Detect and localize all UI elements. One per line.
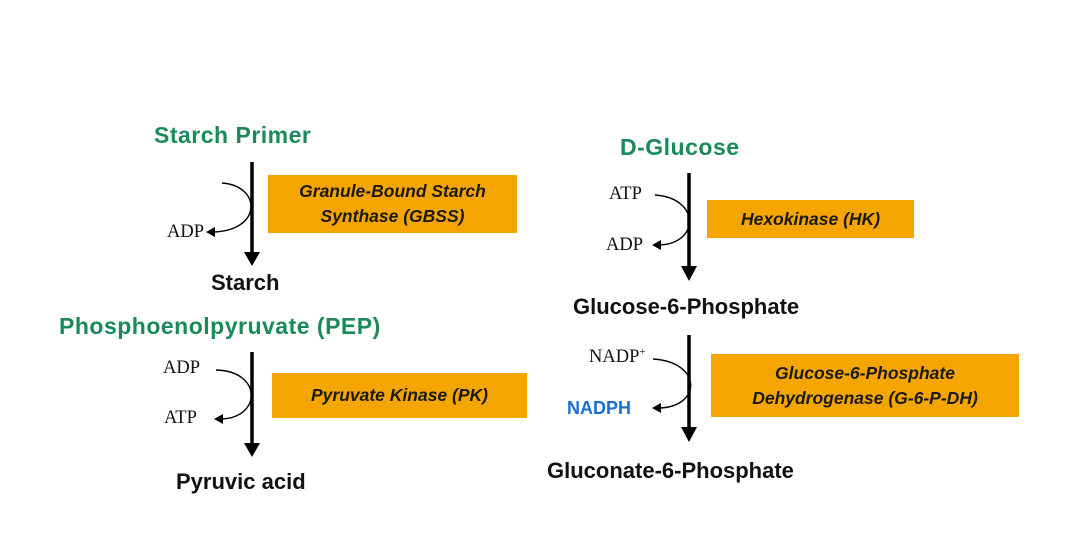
reaction-arrowhead-pk xyxy=(244,443,260,457)
cofactor-arrowhead-g6pdh xyxy=(652,403,661,413)
cofactor-curve-pk xyxy=(215,369,252,420)
product-glucose-6-phosphate: Glucose-6-Phosphate xyxy=(573,294,800,319)
enzyme-box-gbss: Granule-Bound Starch Synthase (GBSS) xyxy=(268,175,517,233)
enzyme-box-hk: Hexokinase (HK) xyxy=(707,200,914,238)
cofactor-arrowhead-hk xyxy=(652,240,661,250)
enzyme-label-hk: Hexokinase (HK) xyxy=(740,208,881,229)
cofactor-adp-gbss: ADP xyxy=(167,222,205,242)
enzyme-box-g6pdh: Glucose-6-Phosphate Dehydrogenase (G-6-P… xyxy=(711,354,1019,417)
enzyme-box-pk: Pyruvate Kinase (PK) xyxy=(272,373,527,418)
enzyme-label-pk: Pyruvate Kinase (PK) xyxy=(310,385,488,405)
substrate-pep: Phosphoenolpyruvate (PEP) xyxy=(59,313,381,339)
cofactor-curve-hk xyxy=(654,194,691,246)
reaction-arrowhead-hk xyxy=(681,266,697,281)
cofactor-arrowhead-gbss xyxy=(206,227,215,237)
cofactor-arrowhead-pk xyxy=(214,414,223,424)
substrate-d-glucose: D-Glucose xyxy=(620,134,740,160)
cofactor-nadp-plus: NADP+ xyxy=(589,346,646,368)
cofactor-adp-pk: ADP xyxy=(163,358,201,378)
enzyme-label-gbss-line2: Synthase (GBSS) xyxy=(320,206,465,226)
cofactor-atp-pk: ATP xyxy=(164,408,197,428)
product-pyruvic-acid: Pyruvic acid xyxy=(176,469,306,494)
product-starch: Starch xyxy=(211,270,280,295)
product-gluconate-6-phosphate: Gluconate-6-Phosphate xyxy=(547,458,794,483)
cofactor-curve-g6pdh xyxy=(652,358,692,409)
substrate-starch-primer: Starch Primer xyxy=(154,122,312,148)
cofactor-curve-gbss xyxy=(212,182,252,233)
enzyme-label-g6pdh-line2: Dehydrogenase (G-6-P-DH) xyxy=(752,387,978,408)
cofactor-atp-hk: ATP xyxy=(609,184,642,204)
reaction-arrowhead-g6pdh xyxy=(681,427,697,442)
enzyme-label-gbss-line1: Granule-Bound Starch xyxy=(299,181,486,201)
enzyme-label-g6pdh-line1: Glucose-6-Phosphate xyxy=(775,362,955,383)
cofactor-adp-hk: ADP xyxy=(606,235,644,255)
reaction-arrowhead-gbss xyxy=(244,252,260,266)
cofactor-nadph: NADPH xyxy=(567,398,632,418)
